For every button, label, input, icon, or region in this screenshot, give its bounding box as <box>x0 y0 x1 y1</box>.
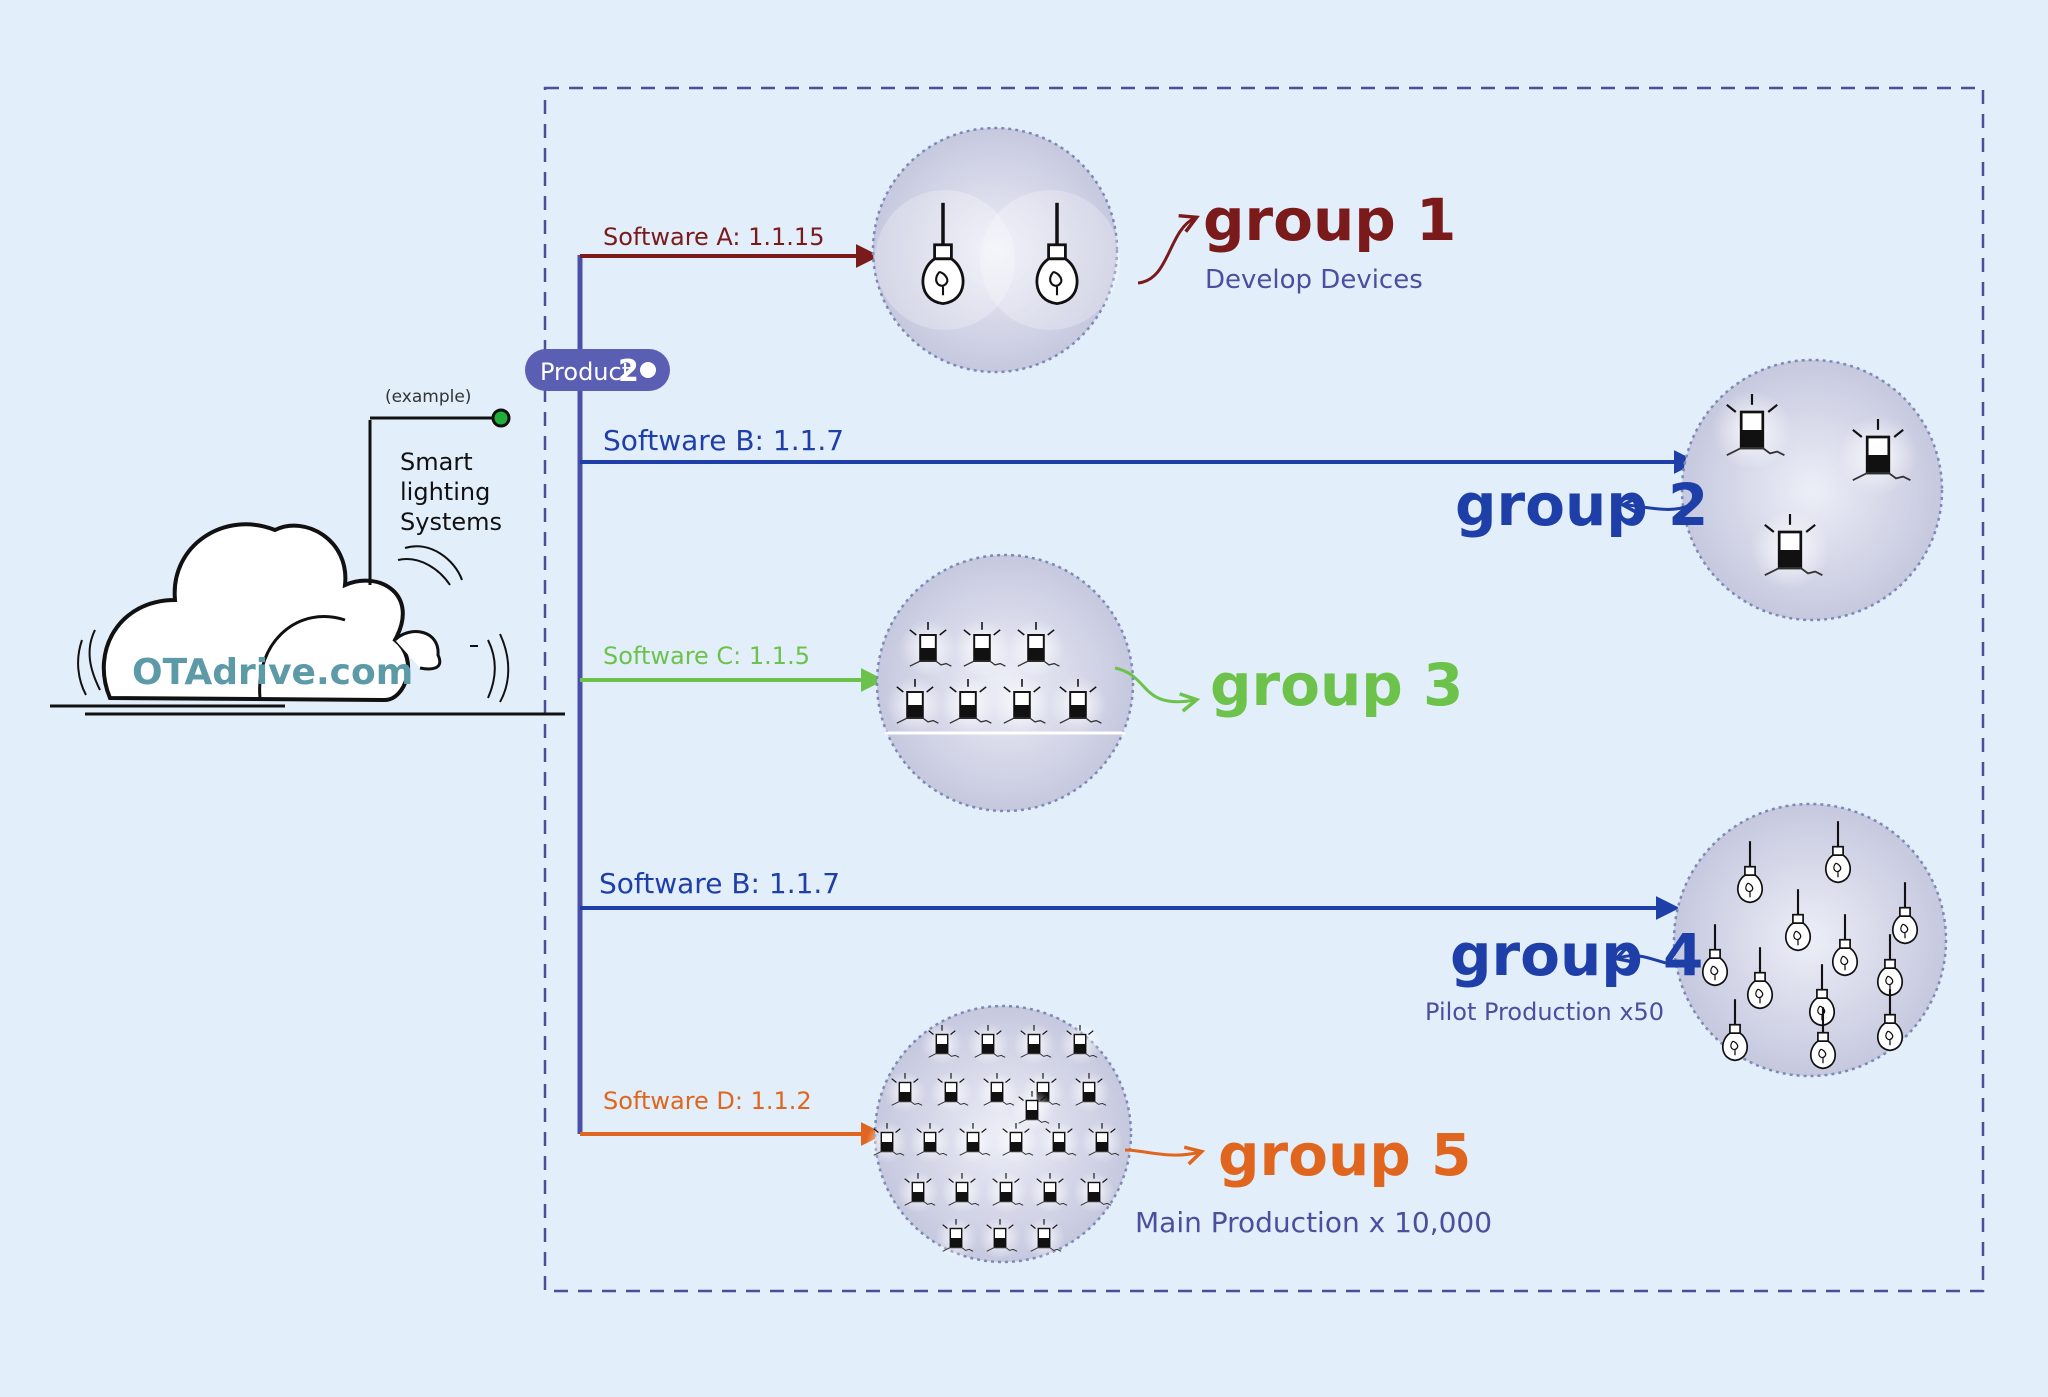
group-5-title: group 5 <box>1218 1121 1471 1189</box>
led-lamp-icon <box>1022 1216 1066 1260</box>
led-lamp-icon <box>1012 1022 1056 1066</box>
product-badge-label: Product <box>540 358 631 386</box>
device-label-line2: lighting <box>400 478 490 506</box>
led-lamp-icon <box>992 675 1052 735</box>
group-1-pointer <box>1137 218 1195 285</box>
led-lamp-icon <box>951 1120 995 1164</box>
led-lamp-icon <box>1067 1070 1111 1114</box>
badge-dot <box>640 362 656 378</box>
group-3-circle <box>875 553 1135 813</box>
led-lamp-icon <box>1058 1022 1102 1066</box>
group-1-subtitle: Develop Devices <box>1205 265 1423 295</box>
led-lamp-icon <box>934 1216 978 1260</box>
branch-1-software: Software A: 1.1.15 <box>603 223 824 251</box>
branch-3-software: Software C: 1.1.5 <box>603 642 810 670</box>
group-2-title: group 2 <box>1455 471 1708 539</box>
group-3-pointer <box>1114 666 1195 702</box>
example-note: (example) <box>385 387 471 407</box>
group-5-subtitle: Main Production x 10,000 <box>1135 1206 1492 1239</box>
group-4-subtitle: Pilot Production x50 <box>1425 998 1664 1026</box>
led-lamp-icon <box>1028 1170 1072 1214</box>
led-lamp-icon <box>1749 509 1831 591</box>
cloud-icon <box>77 522 510 703</box>
led-lamp-icon <box>865 1120 909 1164</box>
led-lamp-icon <box>1006 618 1066 678</box>
led-lamp-icon <box>896 1170 940 1214</box>
led-lamp-icon <box>952 618 1012 678</box>
led-lamp-icon <box>938 675 998 735</box>
led-lamp-icon <box>1037 1120 1081 1164</box>
group-3-title: group 3 <box>1210 651 1463 719</box>
led-lamp-icon <box>1711 389 1793 471</box>
led-lamp-icon <box>908 1120 952 1164</box>
group-4-circle <box>1672 802 1948 1078</box>
led-lamp-icon <box>883 1070 927 1114</box>
led-lamp-icon <box>1837 414 1919 496</box>
group-2-circle <box>1680 358 1944 622</box>
status-led <box>491 408 511 428</box>
group-5-circle <box>865 1004 1133 1264</box>
product-frame <box>543 86 1985 1293</box>
smart-lighting-device <box>368 408 511 586</box>
brand-name: OTAdrive.com <box>132 652 413 693</box>
device-label-line1: Smart <box>400 448 473 476</box>
led-lamp-icon <box>885 675 945 735</box>
group-4-title: group 4 <box>1450 921 1703 989</box>
led-lamp-icon <box>1048 675 1108 735</box>
product-badge[interactable]: Product 2 <box>525 349 670 391</box>
led-lamp-icon <box>984 1170 1028 1214</box>
branch-5-software: Software D: 1.1.2 <box>603 1087 812 1115</box>
group-5-pointer <box>1124 1150 1200 1155</box>
led-lamp-icon <box>920 1022 964 1066</box>
branch-2-software: Software B: 1.1.7 <box>603 424 844 457</box>
branch-4-software: Software B: 1.1.7 <box>599 867 840 900</box>
led-lamp-icon <box>978 1216 1022 1260</box>
led-lamp-icon <box>898 618 958 678</box>
group-1-circle <box>871 126 1120 374</box>
led-lamp-icon <box>940 1170 984 1214</box>
led-lamp-icon <box>966 1022 1010 1066</box>
led-lamp-icon <box>1010 1088 1054 1132</box>
led-lamp-icon <box>1072 1170 1116 1214</box>
group-4-pointer <box>1618 956 1691 967</box>
led-lamp-icon <box>929 1070 973 1114</box>
led-lamp-icon <box>1080 1120 1124 1164</box>
group-1-title: group 1 <box>1203 186 1456 254</box>
group-2-pointer <box>1625 505 1691 509</box>
product-badge-number: 2 <box>618 354 639 389</box>
device-label-line3: Systems <box>400 508 502 536</box>
